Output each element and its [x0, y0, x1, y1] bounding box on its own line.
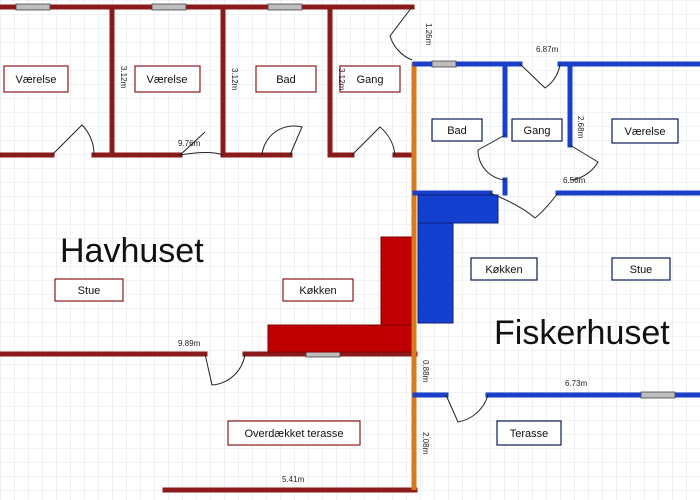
room-label-vaerelse-1: Værelse [16, 74, 57, 86]
house-title-fiskerhuset: Fiskerhuset [494, 314, 670, 352]
room-label-boxes [3, 65, 679, 446]
room-label-vaerelse-fiskerhuset: Værelse [625, 126, 666, 138]
dimension-label: 2.68m [576, 116, 585, 139]
dimension-label: 5.41m [282, 475, 305, 484]
dimension-label: 6.73m [565, 379, 588, 388]
fiskerhuset-windows [431, 60, 676, 399]
dimension-label: 9.89m [178, 339, 201, 348]
fiskerhuset-walls [412, 61, 700, 398]
room-label-gang-havhuset: Gang [357, 74, 384, 86]
dimension-label: 6.87m [536, 45, 559, 54]
fiskerhuset-kitchen-counter [417, 194, 499, 324]
havhuset-kitchen-counter [267, 236, 414, 353]
house-title-havhuset: Havhuset [60, 232, 204, 270]
room-label-kokken-fiskerhuset: Køkken [485, 264, 522, 276]
dimension-label: 2.08m [421, 432, 430, 455]
dimension-label: 3.12m [230, 68, 239, 91]
room-label-terrasse-havhuset: Overdækket terasse [244, 428, 343, 440]
dimension-label: 1.26m [424, 23, 433, 46]
room-label-stue-havhuset: Stue [78, 285, 101, 297]
room-label-stue-fiskerhuset: Stue [630, 264, 653, 276]
room-label-bad-fiskerhuset: Bad [447, 125, 467, 137]
room-label-terrasse-fiskerhuset: Terasse [510, 428, 549, 440]
dimension-label: 0.88m [421, 360, 430, 383]
havhuset-doors [51, 6, 413, 386]
room-label-vaerelse-2: Værelse [147, 74, 188, 86]
room-label-bad-havhuset: Bad [276, 74, 296, 86]
room-label-gang-fiskerhuset: Gang [524, 125, 551, 137]
dimension-label: 3.12m [119, 66, 128, 89]
room-label-kokken-havhuset: Køkken [299, 285, 336, 297]
dimension-label: 9.76m [178, 139, 201, 148]
dimension-label: 3.12m [337, 68, 346, 91]
dimension-label: 6.56m [563, 176, 586, 185]
